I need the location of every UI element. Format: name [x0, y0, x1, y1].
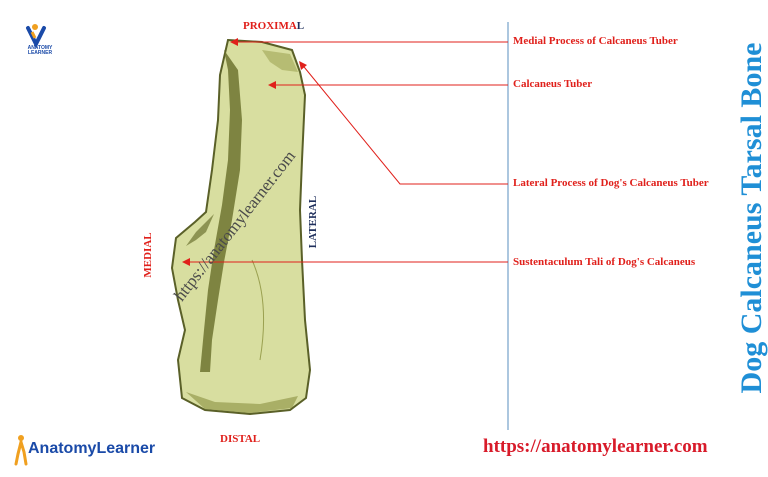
bone-shading-groove [186, 214, 214, 246]
label-sustentaculum-tali: Sustentaculum Tali of Dog's Calcaneus [513, 256, 696, 268]
leader-lines [182, 38, 508, 266]
arrow-lateral-process [299, 61, 307, 70]
bone-shading-tuber [262, 50, 298, 72]
brand-figure-icon [14, 435, 28, 466]
leader-lateral-process [299, 61, 508, 185]
bone-shading-ridge [200, 50, 242, 372]
bone-shading-distal [186, 392, 298, 413]
bone-shading-texture [251, 259, 265, 361]
proximal-label: PROXIMAL [243, 20, 304, 32]
proximal-label-prefix: PROXIMA [243, 20, 297, 32]
brand-logo-small-text: ANATOMY LEARNER [27, 45, 53, 56]
arrow-calcaneus-tuber [268, 81, 276, 89]
brand-logo-small: ANATOMY LEARNER [24, 22, 56, 58]
calcaneus-bone-illustration [170, 38, 312, 416]
arrow-sustentaculum [182, 258, 190, 266]
distal-label: DISTAL [220, 433, 261, 445]
footer-url-link[interactable]: https://anatomylearner.com [483, 436, 708, 457]
proximal-label-suffix: L [296, 20, 305, 32]
arrow-medial-process [230, 38, 238, 46]
page-title: Dog Calcaneus Tarsal Bone [735, 42, 768, 394]
lateral-label: LATERAL [307, 195, 319, 249]
label-lateral-process: Lateral Process of Dog's Calcaneus Tuber [513, 177, 709, 189]
label-medial-process: Medial Process of Calcaneus Tuber [513, 35, 678, 47]
label-calcaneus-tuber: Calcaneus Tuber [513, 78, 593, 90]
brand-mark-icon [26, 24, 46, 49]
brand-name: AnatomyLearner [28, 440, 156, 457]
medial-label: MEDIAL [142, 232, 154, 278]
